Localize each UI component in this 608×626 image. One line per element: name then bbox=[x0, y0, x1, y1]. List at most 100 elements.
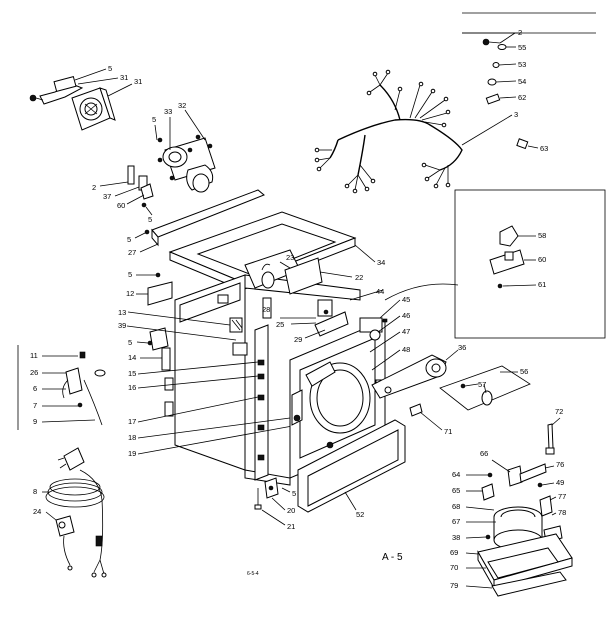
bracket-37: 2 37 60 5 bbox=[92, 165, 154, 224]
terminal-block: 11 26 6 7 9 bbox=[17, 345, 106, 430]
part-label-32: 32 bbox=[178, 101, 186, 110]
part-label-58: 58 bbox=[538, 231, 546, 240]
switch-assembly: 5 31 bbox=[29, 64, 128, 105]
part-label-39: 39 bbox=[118, 321, 126, 330]
part-label-37: 37 bbox=[103, 192, 111, 201]
screw-2 bbox=[482, 32, 516, 46]
part-label-2-bracket: 2 bbox=[92, 183, 96, 192]
part-label-56: 56 bbox=[520, 367, 528, 376]
kick-panel-52: 52 bbox=[297, 419, 406, 519]
washer-55 bbox=[497, 44, 516, 50]
wire-harness: 3 63 bbox=[314, 69, 548, 194]
part-label-38: 38 bbox=[452, 533, 460, 542]
part-label-70: 70 bbox=[450, 563, 458, 572]
part-label-66: 66 bbox=[480, 449, 488, 458]
part-label-71: 71 bbox=[444, 427, 452, 436]
part-label-5-foot: 5 bbox=[292, 489, 296, 498]
nut-53 bbox=[492, 62, 517, 68]
part-label-27: 27 bbox=[128, 248, 136, 257]
part-label-8: 8 bbox=[33, 487, 37, 496]
part-label-5-rail: 5 bbox=[127, 235, 131, 244]
part-label-25: 25 bbox=[276, 320, 284, 329]
drawing-code: 6-5-4 bbox=[247, 571, 259, 577]
part-label-78: 78 bbox=[558, 508, 566, 517]
part-label-31-switch: 31 bbox=[120, 73, 128, 82]
clip-5: 5 bbox=[128, 270, 161, 279]
part-label-5-switch: 5 bbox=[108, 64, 112, 73]
part-label-60-bracket: 60 bbox=[117, 201, 125, 210]
connector-63 bbox=[516, 138, 539, 150]
part-label-44: 44 bbox=[376, 287, 384, 296]
part-label-19: 19 bbox=[128, 449, 136, 458]
part-label-29: 29 bbox=[294, 335, 302, 344]
part-label-36: 36 bbox=[458, 343, 466, 352]
part-label-76: 76 bbox=[556, 460, 564, 469]
blower-motor: 5 33 32 bbox=[152, 101, 216, 193]
part-label-47: 47 bbox=[402, 327, 410, 336]
part-label-79: 79 bbox=[450, 581, 458, 590]
inset-detail: 58 60 61 bbox=[454, 189, 606, 339]
part-label-5-motor: 5 bbox=[152, 115, 156, 124]
baffle-12: 12 bbox=[126, 281, 173, 306]
part-label-5-cab: 5 bbox=[128, 338, 132, 347]
part-label-31-fan: 31 bbox=[134, 77, 142, 86]
part-label-69: 69 bbox=[450, 548, 458, 557]
part-label-13: 13 bbox=[118, 308, 126, 317]
door-hinge-36: 36 bbox=[371, 343, 466, 399]
sleeve-62 bbox=[485, 93, 517, 105]
part-label-60: 60 bbox=[538, 255, 546, 264]
part-label-7: 7 bbox=[33, 401, 37, 410]
fan-31: 31 bbox=[71, 77, 142, 131]
part-label-65: 65 bbox=[452, 486, 460, 495]
part-label-20: 20 bbox=[287, 506, 295, 515]
part-label-45: 45 bbox=[402, 295, 410, 304]
part-label-14: 14 bbox=[128, 353, 136, 362]
part-label-54: 54 bbox=[518, 77, 526, 86]
part-label-11: 11 bbox=[30, 351, 38, 360]
part-label-16: 16 bbox=[128, 383, 136, 392]
strike-71: 71 bbox=[409, 403, 452, 436]
part-label-5-bracket: 5 bbox=[148, 215, 152, 224]
part-label-33: 33 bbox=[164, 107, 172, 116]
page-id: A - 5 bbox=[382, 552, 403, 563]
part-label-67: 67 bbox=[452, 517, 460, 526]
part-label-22: 22 bbox=[355, 273, 363, 282]
part-label-72: 72 bbox=[555, 407, 563, 416]
latch-kit-56: 57 56 bbox=[439, 365, 531, 411]
fastener-kit: 2 55 53 54 62 bbox=[462, 12, 596, 105]
part-label-57: 57 bbox=[478, 380, 486, 389]
part-label-15: 15 bbox=[128, 369, 136, 378]
part-label-46: 46 bbox=[402, 311, 410, 320]
drive-assembly: 72 66 76 64 65 49 68 77 67 78 38 bbox=[450, 407, 573, 597]
power-cord-8: 8 bbox=[33, 447, 107, 578]
part-label-49: 49 bbox=[556, 478, 564, 487]
part-label-52: 52 bbox=[356, 510, 364, 519]
part-label-55: 55 bbox=[518, 43, 526, 52]
leveling-foot: 5 20 21 bbox=[254, 477, 296, 531]
part-label-2: 2 bbox=[518, 28, 522, 37]
part-label-24: 24 bbox=[33, 507, 41, 516]
front-rail-27: 5 27 bbox=[127, 189, 265, 257]
part-label-64: 64 bbox=[452, 470, 460, 479]
part-label-18: 18 bbox=[128, 433, 136, 442]
clip-54 bbox=[487, 78, 517, 86]
part-label-61: 61 bbox=[538, 280, 546, 289]
part-label-62: 62 bbox=[518, 93, 526, 102]
part-label-21: 21 bbox=[287, 522, 295, 531]
strain-relief-24: 24 bbox=[33, 507, 75, 571]
part-label-77: 77 bbox=[558, 492, 566, 501]
part-label-23: 23 bbox=[286, 253, 294, 262]
part-label-5-clip: 5 bbox=[128, 270, 132, 279]
top-panel-34: 34 bbox=[168, 211, 385, 291]
part-label-34: 34 bbox=[377, 258, 385, 267]
part-label-6: 6 bbox=[33, 384, 37, 393]
part-label-17: 17 bbox=[128, 417, 136, 426]
part-label-9: 9 bbox=[33, 417, 37, 426]
part-label-12: 12 bbox=[126, 289, 134, 298]
part-label-28: 28 bbox=[262, 305, 270, 314]
part-label-3: 3 bbox=[514, 110, 518, 119]
part-label-63: 63 bbox=[540, 144, 548, 153]
heater-assembly: 23 22 bbox=[244, 249, 363, 295]
part-label-68: 68 bbox=[452, 502, 460, 511]
